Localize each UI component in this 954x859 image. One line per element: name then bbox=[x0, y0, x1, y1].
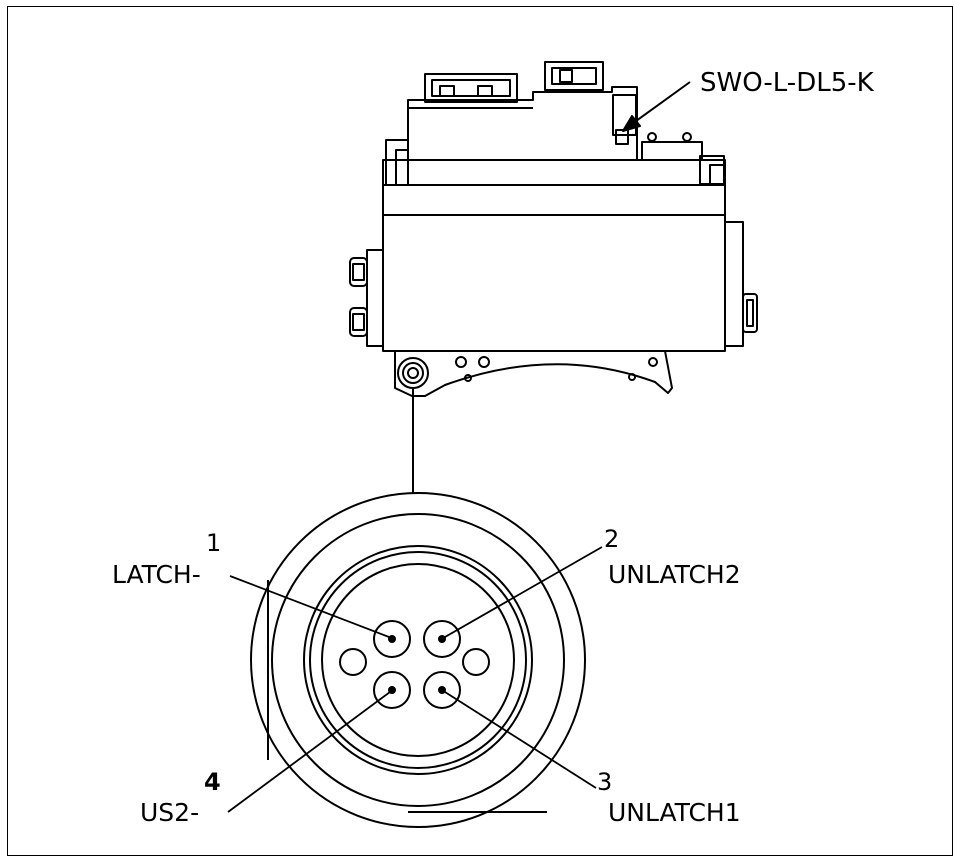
pin-1-number: 1 bbox=[206, 529, 222, 557]
pins bbox=[373, 620, 461, 709]
diagram-frame bbox=[7, 6, 953, 856]
pin-1-name: LATCH- bbox=[112, 560, 201, 589]
device-body bbox=[349, 61, 758, 397]
pin-1 bbox=[373, 620, 411, 658]
part-label-arrow bbox=[622, 81, 691, 132]
pin-4 bbox=[373, 671, 411, 709]
pin-3-number: 3 bbox=[597, 768, 613, 796]
pin-4-number: 4 bbox=[204, 768, 221, 796]
pin-4-name: US2- bbox=[140, 798, 200, 827]
pin-leaders bbox=[227, 546, 603, 813]
pin-3-name: UNLATCH1 bbox=[608, 798, 741, 827]
pin-2-number: 2 bbox=[604, 525, 620, 553]
part-number-label: SWO-L-DL5-K bbox=[700, 68, 874, 98]
connector-face bbox=[250, 492, 586, 828]
pin-3 bbox=[423, 671, 461, 709]
pin-2 bbox=[423, 620, 461, 658]
pin-2-name: UNLATCH2 bbox=[608, 560, 741, 589]
